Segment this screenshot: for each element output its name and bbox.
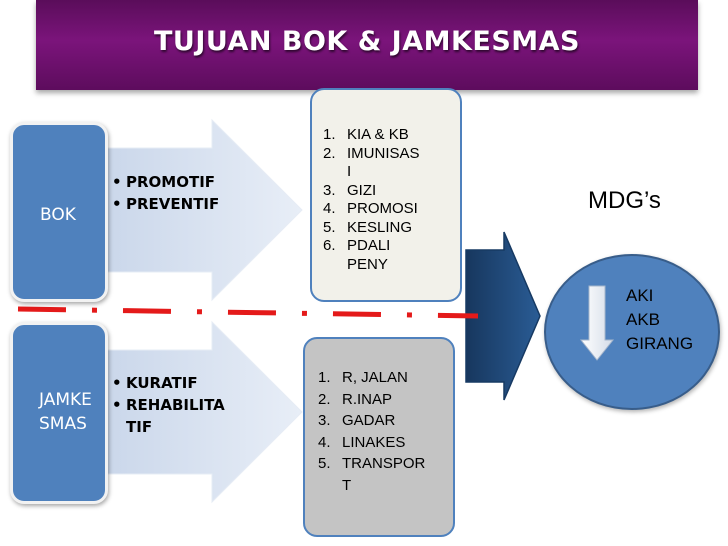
bok-label: BOK — [40, 205, 76, 225]
list-item: 5.KESLING — [323, 218, 413, 236]
goal-item: GIRANG — [626, 334, 694, 353]
bullet-item: PROMOTIF — [112, 171, 219, 193]
list-item: 5.TRANSPOR T — [318, 455, 426, 494]
jamkesmas-program-box — [303, 337, 455, 537]
list-item: 3.GIZI — [323, 181, 377, 199]
bullet-item: PREVENTIF — [112, 193, 219, 215]
list-item: 1.KIA & KB — [323, 126, 409, 143]
mdg-circle — [544, 254, 720, 410]
bullet-item: KURATIF — [112, 372, 225, 394]
jamkesmas-label: JAMKE SMAS — [39, 390, 92, 434]
bok-program-box — [310, 88, 462, 302]
goal-item: AKB — [626, 310, 661, 329]
dark-arrow — [465, 231, 541, 401]
title-bar: TUJUAN BOK & JAMKESMAS — [36, 0, 698, 90]
jamkesmas-box: JAMKE SMAS — [10, 322, 108, 504]
bok-bullets: PROMOTIF PREVENTIF — [112, 171, 219, 215]
goal-item: AKI — [626, 286, 654, 305]
list-item: 6.PDALI PENY — [323, 237, 391, 273]
page-title: TUJUAN BOK & JAMKESMAS — [153, 26, 580, 57]
list-item: 4.LINAKES — [318, 433, 406, 451]
jamkesmas-program-list: 1.R, JALAN 2.R.INAP 3.GADAR 4.LINAKES 5.… — [318, 367, 454, 496]
divider-line — [17, 306, 479, 319]
bok-program-list: 1.KIA & KB 2.IMUNISAS I 3.GIZI 4.PROMOSI… — [323, 126, 459, 274]
mdg-goals: AKI AKB GIRANG — [626, 284, 693, 356]
list-item: 1.R, JALAN — [318, 369, 408, 386]
bullet-item: REHABILITA TIF — [112, 394, 225, 438]
list-item: 2.R.INAP — [318, 390, 393, 408]
list-item: 4.PROMOSI — [323, 200, 418, 217]
list-item: 3.GADAR — [318, 412, 396, 429]
list-item: 2.IMUNISAS I — [323, 144, 420, 181]
jamkesmas-bullets: KURATIF REHABILITA TIF — [112, 372, 225, 438]
mdg-label: MDG’s — [588, 187, 661, 214]
bok-box: BOK — [10, 122, 108, 302]
